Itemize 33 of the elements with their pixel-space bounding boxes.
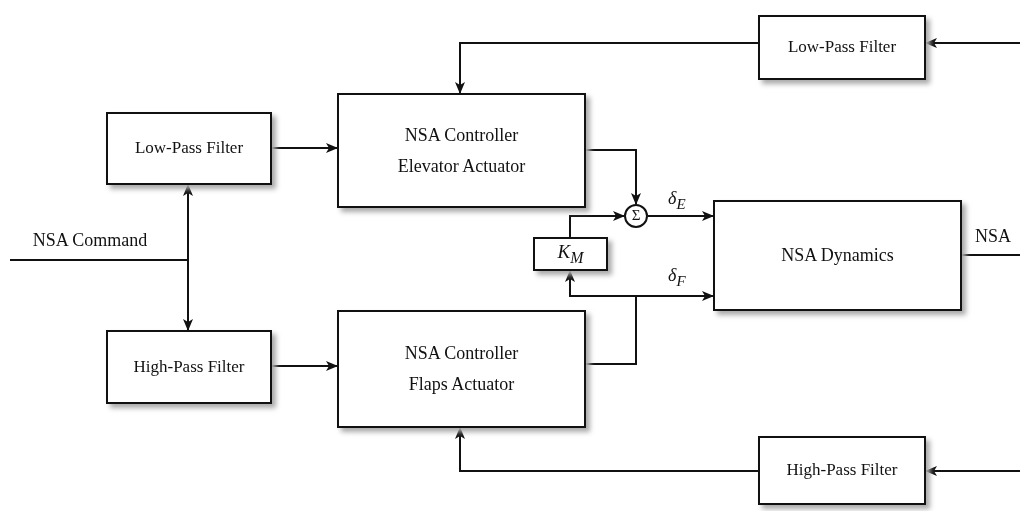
- block-label: Σ: [630, 206, 642, 226]
- block-label: Low-Pass Filter: [786, 36, 898, 59]
- block: [533, 237, 608, 271]
- arrow: [271, 361, 338, 371]
- block: [337, 93, 586, 208]
- arrow: [455, 427, 759, 472]
- block-label: NSA Controller Elevator Actuator: [396, 123, 527, 178]
- arrow: [925, 466, 1020, 476]
- block-label: NSA Controller Flaps Actuator: [403, 342, 520, 396]
- arrow: [647, 211, 714, 221]
- arrow: [455, 42, 759, 94]
- arrow: [9, 259, 193, 331]
- edge-label: NSA: [975, 226, 1011, 247]
- arrow: [565, 270, 637, 365]
- block-label: High-Pass Filter: [785, 459, 899, 482]
- arrow: [925, 38, 1020, 48]
- block-label: Low-Pass Filter: [133, 137, 245, 160]
- arrow: [585, 149, 641, 205]
- block-label: NSA Dynamics: [780, 244, 895, 268]
- summing-junction: [624, 204, 648, 228]
- block: [106, 112, 272, 185]
- block: [758, 436, 926, 505]
- block-label: K$_{M}$: [556, 240, 585, 268]
- block: [758, 15, 926, 80]
- edge-label: δ$_{E}$: [668, 188, 686, 213]
- block: [337, 310, 586, 428]
- input-label: NSA Command: [31, 228, 149, 252]
- block: [106, 330, 272, 404]
- block-label: High-Pass Filter: [132, 355, 246, 378]
- arrow: [569, 211, 625, 238]
- edge-label: δ$_{F}$: [668, 265, 686, 290]
- block: [713, 200, 962, 311]
- arrow: [271, 143, 338, 153]
